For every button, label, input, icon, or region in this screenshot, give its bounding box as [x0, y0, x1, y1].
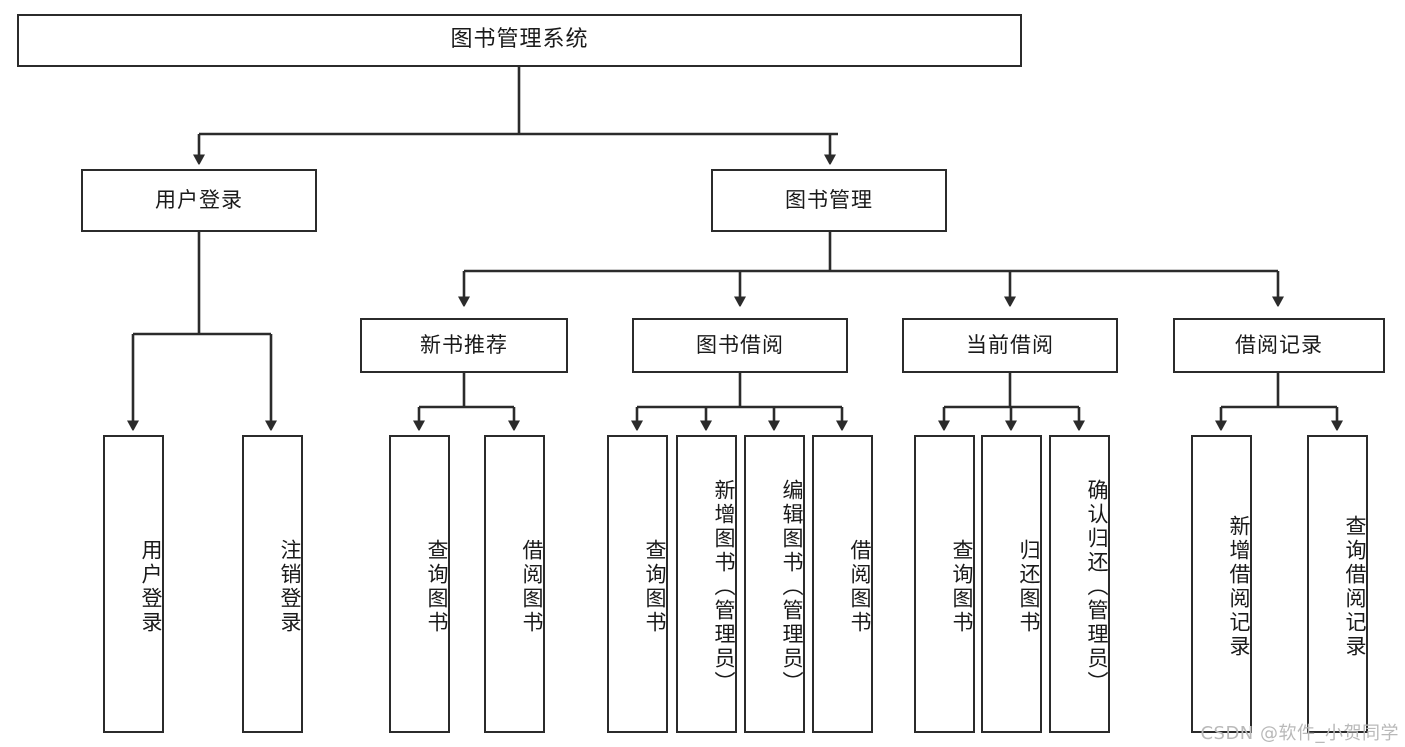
node-leaf-label: 用户登录 — [139, 539, 163, 635]
node-leaf-label: 查询借阅记录 — [1343, 515, 1367, 659]
node-current-borrow[interactable]: 当前借阅 — [902, 318, 1118, 373]
node-borrow-record[interactable]: 借阅记录 — [1173, 318, 1385, 373]
node-leaf-label: 查询图书 — [425, 539, 449, 635]
node-leaf-label: 确认归还（管理员） — [1085, 479, 1109, 695]
node-leaf-borrow-add-book-admin[interactable]: 新增图书（管理员） — [676, 435, 737, 733]
node-leaf-current-query-book[interactable]: 查询图书 — [914, 435, 975, 733]
node-leaf-label: 新增图书（管理员） — [712, 479, 736, 695]
node-book-management[interactable]: 图书管理 — [711, 169, 947, 232]
node-leaf-label: 借阅图书 — [520, 539, 544, 635]
node-leaf-label: 查询图书 — [950, 539, 974, 635]
node-leaf-newbook-query-book[interactable]: 查询图书 — [389, 435, 450, 733]
node-leaf-user-login-logout[interactable]: 注销登录 — [242, 435, 303, 733]
node-leaf-label: 新增借阅记录 — [1227, 515, 1251, 659]
node-leaf-borrow-query-book[interactable]: 查询图书 — [607, 435, 668, 733]
node-new-book-recommend[interactable]: 新书推荐 — [360, 318, 568, 373]
node-leaf-current-confirm-return-admin[interactable]: 确认归还（管理员） — [1049, 435, 1110, 733]
node-root-book-management-system[interactable]: 图书管理系统 — [17, 14, 1022, 67]
node-leaf-current-return-book[interactable]: 归还图书 — [981, 435, 1042, 733]
node-leaf-record-add-borrow-record[interactable]: 新增借阅记录 — [1191, 435, 1252, 733]
node-leaf-borrow-edit-book-admin[interactable]: 编辑图书（管理员） — [744, 435, 805, 733]
node-book-borrow[interactable]: 图书借阅 — [632, 318, 848, 373]
node-user-login[interactable]: 用户登录 — [81, 169, 317, 232]
node-leaf-label: 归还图书 — [1017, 539, 1041, 635]
watermark-text: CSDN @软件_小贺同学 — [1200, 723, 1399, 744]
node-leaf-label: 注销登录 — [278, 539, 302, 635]
node-leaf-record-query-borrow-record[interactable]: 查询借阅记录 — [1307, 435, 1368, 733]
node-leaf-user-login-login[interactable]: 用户登录 — [103, 435, 164, 733]
node-leaf-label: 借阅图书 — [848, 539, 872, 635]
node-leaf-label: 查询图书 — [643, 539, 667, 635]
node-leaf-borrow-borrow-book[interactable]: 借阅图书 — [812, 435, 873, 733]
node-leaf-newbook-borrow-book[interactable]: 借阅图书 — [484, 435, 545, 733]
node-leaf-label: 编辑图书（管理员） — [780, 479, 804, 695]
